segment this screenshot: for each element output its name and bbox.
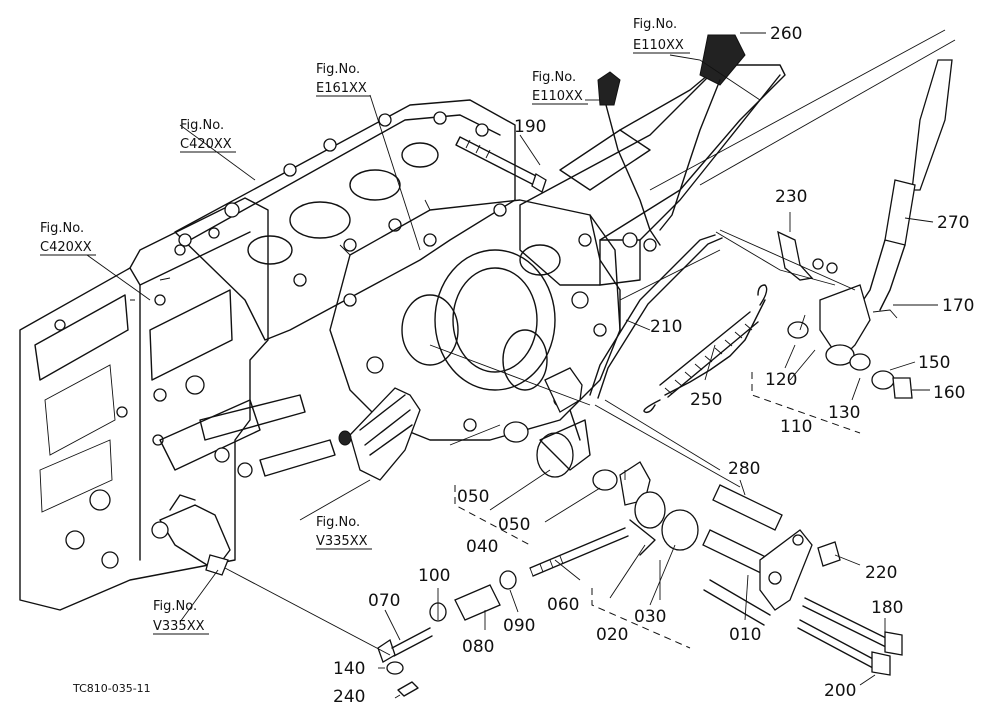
fig-ref-line1: Fig.No.	[40, 221, 84, 236]
fig-ref-line2: V335XX	[316, 534, 368, 549]
shaft-060	[529, 527, 629, 577]
figure-references: Fig.No. E110XX Fig.No. E110XX Fig.No. E1…	[40, 17, 690, 635]
fig-ref-e110xx-top: Fig.No. E110XX	[633, 17, 690, 54]
fig-ref-c420xx-left: Fig.No. C420XX	[40, 221, 96, 256]
housing-plate	[329, 199, 621, 441]
part-label: 070	[368, 591, 400, 611]
part-label: 250	[690, 390, 722, 410]
lever-bracket	[519, 34, 786, 286]
fork-020	[619, 461, 699, 556]
rod-070	[377, 570, 517, 697]
transmission-case	[19, 197, 336, 611]
part-label: 140	[333, 659, 365, 679]
part-label: 040	[466, 537, 498, 557]
fig-ref-line1: Fig.No.	[316, 62, 360, 77]
fig-ref-e110xx-mid: Fig.No. E110XX	[532, 70, 588, 105]
part-label: 150	[918, 353, 950, 373]
part-label: 050	[498, 515, 530, 535]
part-label: 130	[828, 403, 860, 423]
fig-ref-line2: E110XX	[532, 89, 583, 104]
part-label: 170	[942, 296, 974, 316]
leader-lines	[224, 229, 861, 656]
part-label: 210	[650, 317, 682, 337]
fig-ref-v335xx-mid: Fig.No. V335XX	[316, 515, 372, 550]
part-label: 160	[933, 383, 965, 403]
part-label: 010	[729, 625, 761, 645]
fig-ref-line1: Fig.No.	[532, 70, 576, 85]
part-label: 120	[765, 370, 797, 390]
part-label: 220	[865, 563, 897, 583]
part-label: 110	[780, 417, 812, 437]
part-label: 180	[871, 598, 903, 618]
fig-ref-v335xx-lower: Fig.No. V335XX	[153, 599, 209, 635]
bracket-010	[702, 484, 903, 676]
part-label: 030	[634, 607, 666, 627]
part-label: 240	[333, 687, 365, 707]
part-label: 020	[596, 625, 628, 645]
part-label: 230	[775, 187, 807, 207]
fig-ref-line1: Fig.No.	[180, 118, 224, 133]
lever-270	[649, 29, 956, 311]
rod-and-spring	[589, 234, 768, 414]
fig-ref-line2: E110XX	[633, 38, 684, 53]
fig-ref-c420xx-upper: Fig.No. C420XX	[180, 118, 236, 153]
fork-040	[503, 367, 618, 491]
callout-leaders	[86, 32, 938, 699]
upper-cover	[174, 99, 516, 341]
bolt-190	[455, 136, 547, 193]
part-label: 100	[418, 566, 450, 586]
part-label: 080	[462, 637, 494, 657]
part-label: 190	[514, 117, 546, 137]
shift-forks	[151, 387, 421, 576]
fig-ref-line1: Fig.No.	[153, 599, 197, 614]
part-label: 280	[728, 459, 760, 479]
fig-ref-line2: C420XX	[180, 137, 232, 152]
fig-ref-line2: V335XX	[153, 619, 205, 634]
part-label: 090	[503, 616, 535, 636]
fig-ref-line2: C420XX	[40, 240, 92, 255]
part-label: 200	[824, 681, 856, 701]
part-label: 050	[457, 487, 489, 507]
part-label: 270	[937, 213, 969, 233]
fig-ref-e161xx: Fig.No. E161XX	[316, 62, 370, 97]
fig-ref-line1: Fig.No.	[316, 515, 360, 530]
part-label: 260	[770, 24, 802, 44]
diagram-code: TC810-035-11	[72, 682, 151, 695]
fig-ref-line2: E161XX	[316, 81, 367, 96]
part-callouts: 260 190 230 270 170 210 120 250 150 130 …	[333, 24, 974, 707]
fig-ref-line1: Fig.No.	[633, 17, 677, 32]
arm-110	[777, 230, 913, 399]
part-label: 060	[547, 595, 579, 615]
